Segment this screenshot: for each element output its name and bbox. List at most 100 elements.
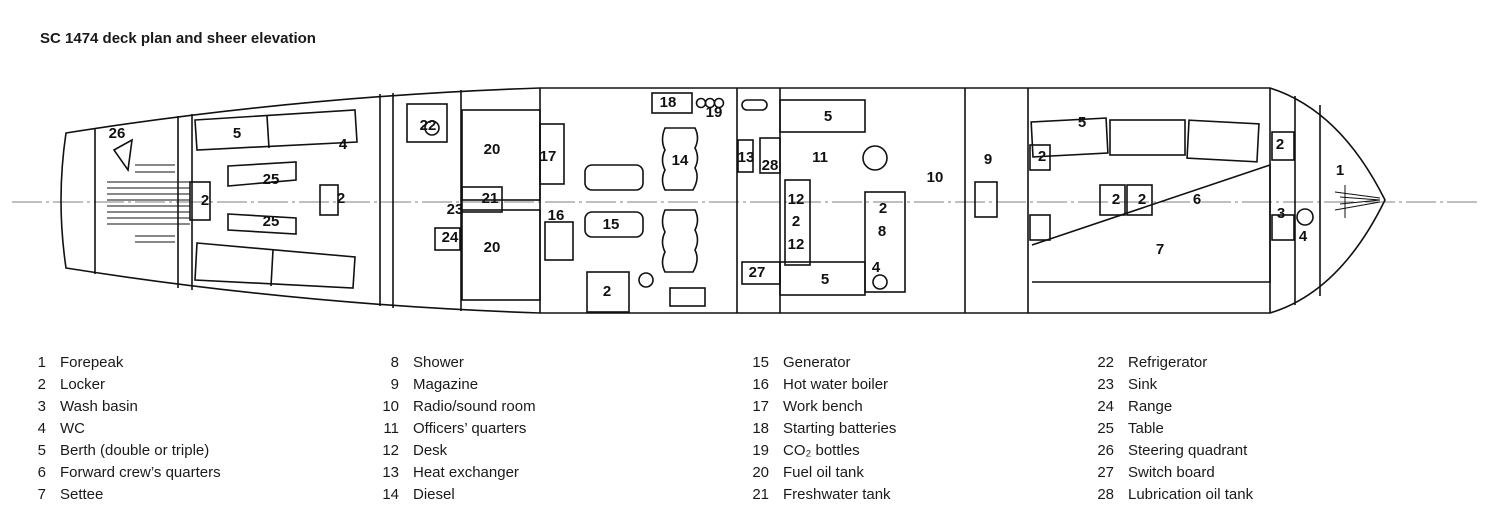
furniture bbox=[189, 92, 1314, 313]
room-label: 4 bbox=[339, 136, 348, 153]
room-label: 4 bbox=[1299, 228, 1308, 245]
room-label: 7 bbox=[1156, 241, 1164, 258]
diagram-title: SC 1474 deck plan and sheer elevation bbox=[40, 30, 316, 47]
legend-item: 26 Steering quadrant bbox=[1090, 440, 1253, 462]
room-label: 22 bbox=[420, 117, 437, 134]
legend-text: Work bench bbox=[783, 398, 863, 415]
room-label: 23 bbox=[447, 201, 464, 218]
legend-number: 10 bbox=[382, 398, 399, 415]
legend-number: 12 bbox=[382, 442, 399, 459]
hull-outline bbox=[60, 87, 1386, 314]
room-label: 2 bbox=[879, 200, 887, 217]
legend-number: 6 bbox=[37, 464, 46, 481]
legend-number: 28 bbox=[1097, 486, 1114, 503]
bulkheads bbox=[94, 88, 1321, 313]
room-label: 5 bbox=[233, 125, 241, 142]
legend-text: Steering quadrant bbox=[1128, 442, 1248, 459]
legend-number: 22 bbox=[1097, 354, 1114, 371]
room-label: 2 bbox=[1112, 191, 1120, 208]
legend-number: 13 bbox=[382, 464, 399, 481]
room-label: 21 bbox=[482, 190, 499, 207]
room-label: 5 bbox=[1078, 114, 1086, 131]
legend-text: Wash basin bbox=[60, 398, 138, 415]
legend-number: 20 bbox=[752, 464, 769, 481]
room-label: 2 bbox=[603, 283, 611, 300]
legend-text: Lubrication oil tank bbox=[1128, 486, 1254, 503]
legend-text: Sink bbox=[1128, 376, 1158, 393]
legend-text: Generator bbox=[783, 354, 851, 371]
legend-number: 17 bbox=[752, 398, 769, 415]
room-label: 12 bbox=[788, 191, 805, 208]
legend-text: Switch board bbox=[1128, 464, 1215, 481]
legend-item: 10 Radio/sound room bbox=[375, 396, 536, 418]
room-label: 27 bbox=[749, 264, 766, 281]
room-label: 2 bbox=[337, 190, 345, 207]
legend-number: 11 bbox=[383, 420, 399, 437]
room-label: 25 bbox=[263, 213, 280, 230]
room-label: 1 bbox=[1336, 162, 1344, 179]
legend-text: Fuel oil tank bbox=[783, 464, 864, 481]
legend-number: 26 bbox=[1097, 442, 1114, 459]
room-label: 25 bbox=[263, 171, 280, 188]
legend-item: 17 Work bench bbox=[745, 396, 896, 418]
room-label: 2 bbox=[1038, 148, 1046, 165]
legend-text: Radio/sound room bbox=[413, 398, 536, 415]
legend-number: 27 bbox=[1097, 464, 1114, 481]
legend-text: Berth (double or triple) bbox=[60, 442, 210, 459]
legend-text: Diesel bbox=[413, 486, 455, 503]
room-label: 14 bbox=[672, 152, 689, 169]
room-label: 8 bbox=[878, 223, 886, 240]
room-label: 15 bbox=[603, 216, 620, 233]
legend-number: 1 bbox=[37, 354, 46, 371]
room-label: 17 bbox=[540, 148, 557, 165]
room-label: 2 bbox=[792, 213, 800, 230]
legend-item: 23 Sink bbox=[1090, 374, 1253, 396]
legend-number: 9 bbox=[390, 376, 399, 393]
room-label: 18 bbox=[660, 94, 677, 111]
room-label: 26 bbox=[109, 125, 126, 142]
legend-number: 5 bbox=[37, 442, 46, 459]
legend-text: Forward crew’s quarters bbox=[60, 464, 221, 481]
legend-number: 14 bbox=[382, 486, 399, 503]
room-label: 19 bbox=[706, 104, 723, 121]
legend-text: Freshwater tank bbox=[783, 486, 891, 503]
legend-text: Heat exchanger bbox=[413, 464, 519, 481]
room-label: 10 bbox=[927, 169, 944, 186]
legend-text: Hot water boiler bbox=[783, 376, 889, 393]
legend-number: 23 bbox=[1097, 376, 1114, 393]
room-label: 6 bbox=[1193, 191, 1201, 208]
legend-item: 14 Diesel bbox=[375, 484, 536, 506]
legend-item: 6 Forward crew’s quarters bbox=[22, 462, 221, 484]
room-label: 9 bbox=[984, 151, 992, 168]
legend-item: 27 Switch board bbox=[1090, 462, 1253, 484]
room-label: 11 bbox=[812, 149, 828, 166]
room-label: 20 bbox=[484, 141, 501, 158]
room-label: 5 bbox=[824, 108, 832, 125]
room-label: 4 bbox=[872, 259, 881, 276]
legend-text: Settee bbox=[60, 486, 104, 503]
legend-number: 24 bbox=[1097, 398, 1114, 415]
legend-item: 28 Lubrication oil tank bbox=[1090, 484, 1253, 506]
legend-text: Starting batteries bbox=[783, 420, 897, 437]
legend-number: 2 bbox=[37, 376, 46, 393]
legend-number: 25 bbox=[1097, 420, 1114, 437]
